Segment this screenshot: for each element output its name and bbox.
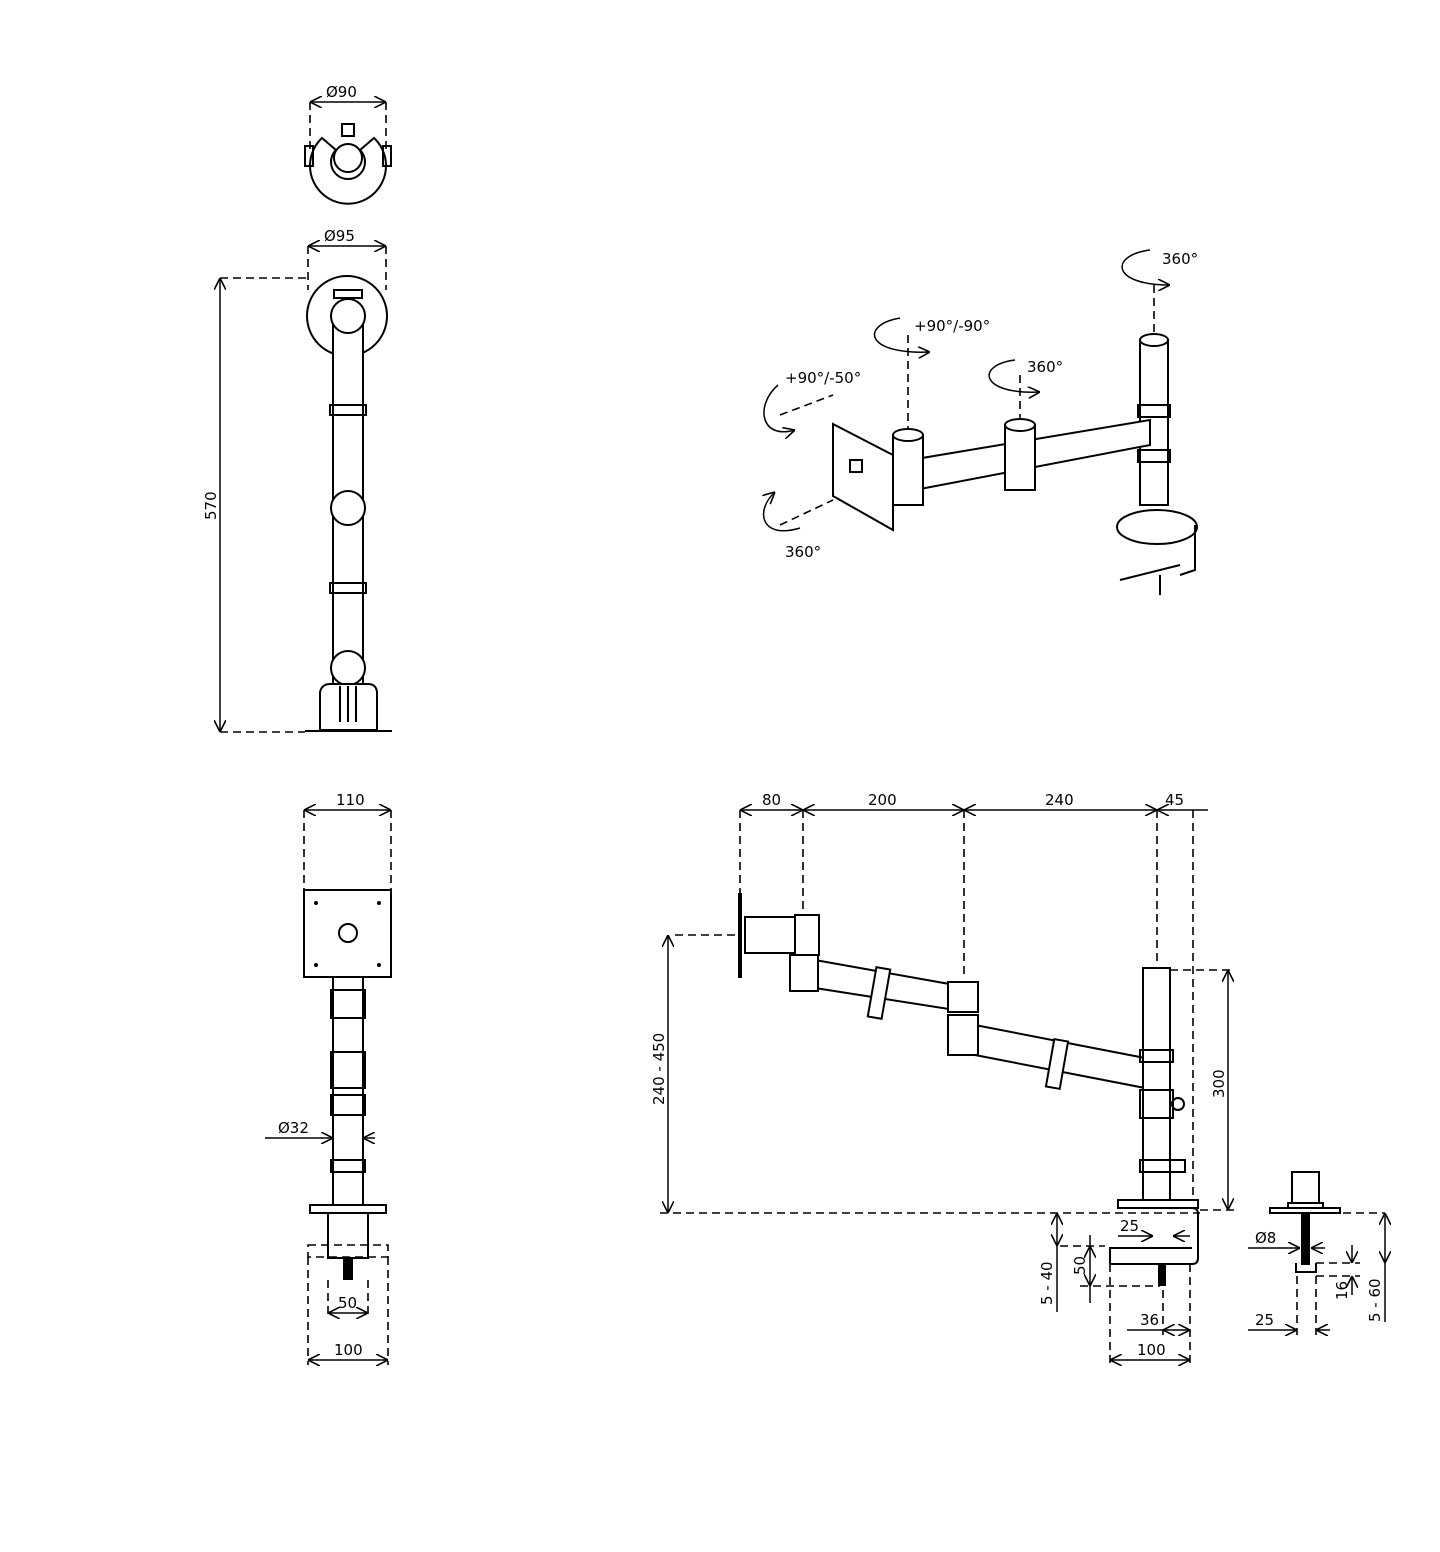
- segment-label: 240: [1045, 791, 1074, 809]
- top-view: Ø90: [304, 83, 392, 205]
- clamp-thickness-label: 5 - 40: [1038, 1261, 1056, 1305]
- nut-height-label: 16: [1333, 1281, 1351, 1300]
- side-view: Ø95 570: [202, 227, 392, 733]
- front-view: 110 Ø32 50 100: [265, 791, 392, 1365]
- pole-height-label: 300: [1210, 1069, 1228, 1098]
- height-range-label: 240 - 450: [650, 1033, 668, 1105]
- middle-rotation-label: 360°: [1027, 358, 1063, 376]
- pole-rotation-label: 360°: [1162, 250, 1198, 268]
- joint-rotation-label: +90°/-90°: [914, 317, 990, 335]
- plate-rotation-label: 360°: [785, 543, 821, 561]
- clamp-width-label: 100: [1137, 1341, 1166, 1359]
- isometric-view: 360° +90°/-90° 360° +90°/-50° 360°: [764, 249, 1198, 595]
- segment-label: 80: [762, 791, 781, 809]
- height-label: 570: [202, 491, 220, 520]
- segment-label: 45: [1165, 791, 1184, 809]
- nut-width-label: 25: [1255, 1311, 1274, 1329]
- plate-width-label: 110: [336, 791, 365, 809]
- segment-label: 200: [868, 791, 897, 809]
- side-profile-view: 80 200 240 45 240 - 450 300 25 5 - 40: [650, 791, 1235, 1365]
- clamp-inner-label: 50: [338, 1294, 357, 1312]
- tilt-rotation-label: +90°/-50°: [785, 369, 861, 387]
- side-diameter-label: Ø95: [324, 227, 355, 245]
- pole-diameter-label: Ø32: [278, 1119, 309, 1137]
- clamp-depth-label: 50: [1071, 1256, 1089, 1275]
- screw-offset-label: 36: [1140, 1311, 1159, 1329]
- grommet-thickness-label: 5 - 60: [1366, 1278, 1384, 1322]
- bolt-diameter-label: Ø8: [1255, 1229, 1276, 1247]
- clamp-outer-label: 100: [334, 1341, 363, 1359]
- top-diameter-label: Ø90: [326, 83, 357, 101]
- grommet-detail: Ø8 5 - 60 16 25: [1248, 1171, 1385, 1335]
- clamp-lip-label: 25: [1120, 1217, 1139, 1235]
